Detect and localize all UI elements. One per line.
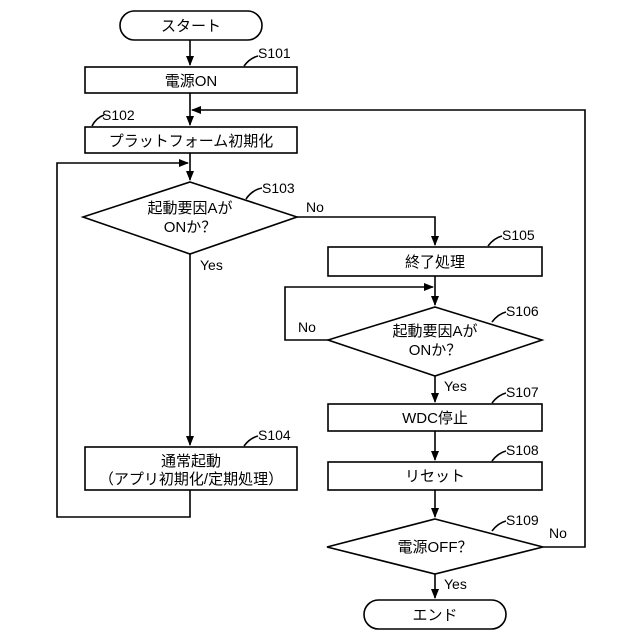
decision-s103-id: S103 — [262, 180, 295, 196]
decision-s103-line2: ONか？ — [164, 219, 217, 236]
decision-s103-leader — [246, 188, 262, 199]
decision-s103-no-label: No — [306, 199, 324, 215]
step-s107-text: WDC停止 — [402, 410, 468, 427]
step-s105-id: S105 — [502, 227, 535, 243]
step-s105-text: 終了処理 — [405, 254, 465, 271]
decision-s109-id: S109 — [506, 512, 539, 528]
decision-s106-no-label: No — [298, 319, 316, 335]
decision-s106-leader — [492, 312, 506, 322]
start-label: スタート — [161, 18, 221, 35]
step-s101-text: 電源ON — [165, 73, 218, 90]
decision-s106-yes-label: Yes — [444, 378, 467, 394]
step-s108-text: リセット — [405, 468, 465, 485]
step-s101-leader — [244, 56, 258, 66]
decision-s109-no-label: No — [549, 525, 567, 541]
decision-s106-line2: ONか？ — [409, 342, 462, 359]
decision-s106-line1: 起動要因Aが — [392, 323, 477, 340]
step-s104-id: S104 — [258, 427, 291, 443]
step-s108-id: S108 — [506, 442, 539, 458]
decision-s106-id: S106 — [506, 303, 539, 319]
step-s104-leader — [244, 436, 258, 446]
decision-s103-line1: 起動要因Aが — [147, 200, 232, 217]
step-s107-id: S107 — [506, 384, 539, 400]
decision-s109-leader — [492, 521, 506, 531]
decision-s103-yes-label: Yes — [200, 257, 223, 273]
end-label: エンド — [412, 607, 457, 624]
step-s105-leader — [488, 236, 502, 246]
step-s107-leader — [492, 393, 506, 403]
step-s101-id: S101 — [258, 45, 291, 61]
step-s102-id: S102 — [102, 107, 135, 123]
decision-s109-yes-label: Yes — [444, 576, 467, 592]
step-s108-leader — [492, 451, 506, 461]
connector-s103-s105 — [297, 217, 435, 245]
step-s104-line2: （アプリ初期化/定期処理） — [99, 471, 283, 488]
step-s104-line1: 通常起動 — [161, 453, 221, 470]
step-s102-text: プラットフォーム初期化 — [109, 133, 274, 150]
decision-s109-text: 電源OFF？ — [398, 539, 473, 556]
